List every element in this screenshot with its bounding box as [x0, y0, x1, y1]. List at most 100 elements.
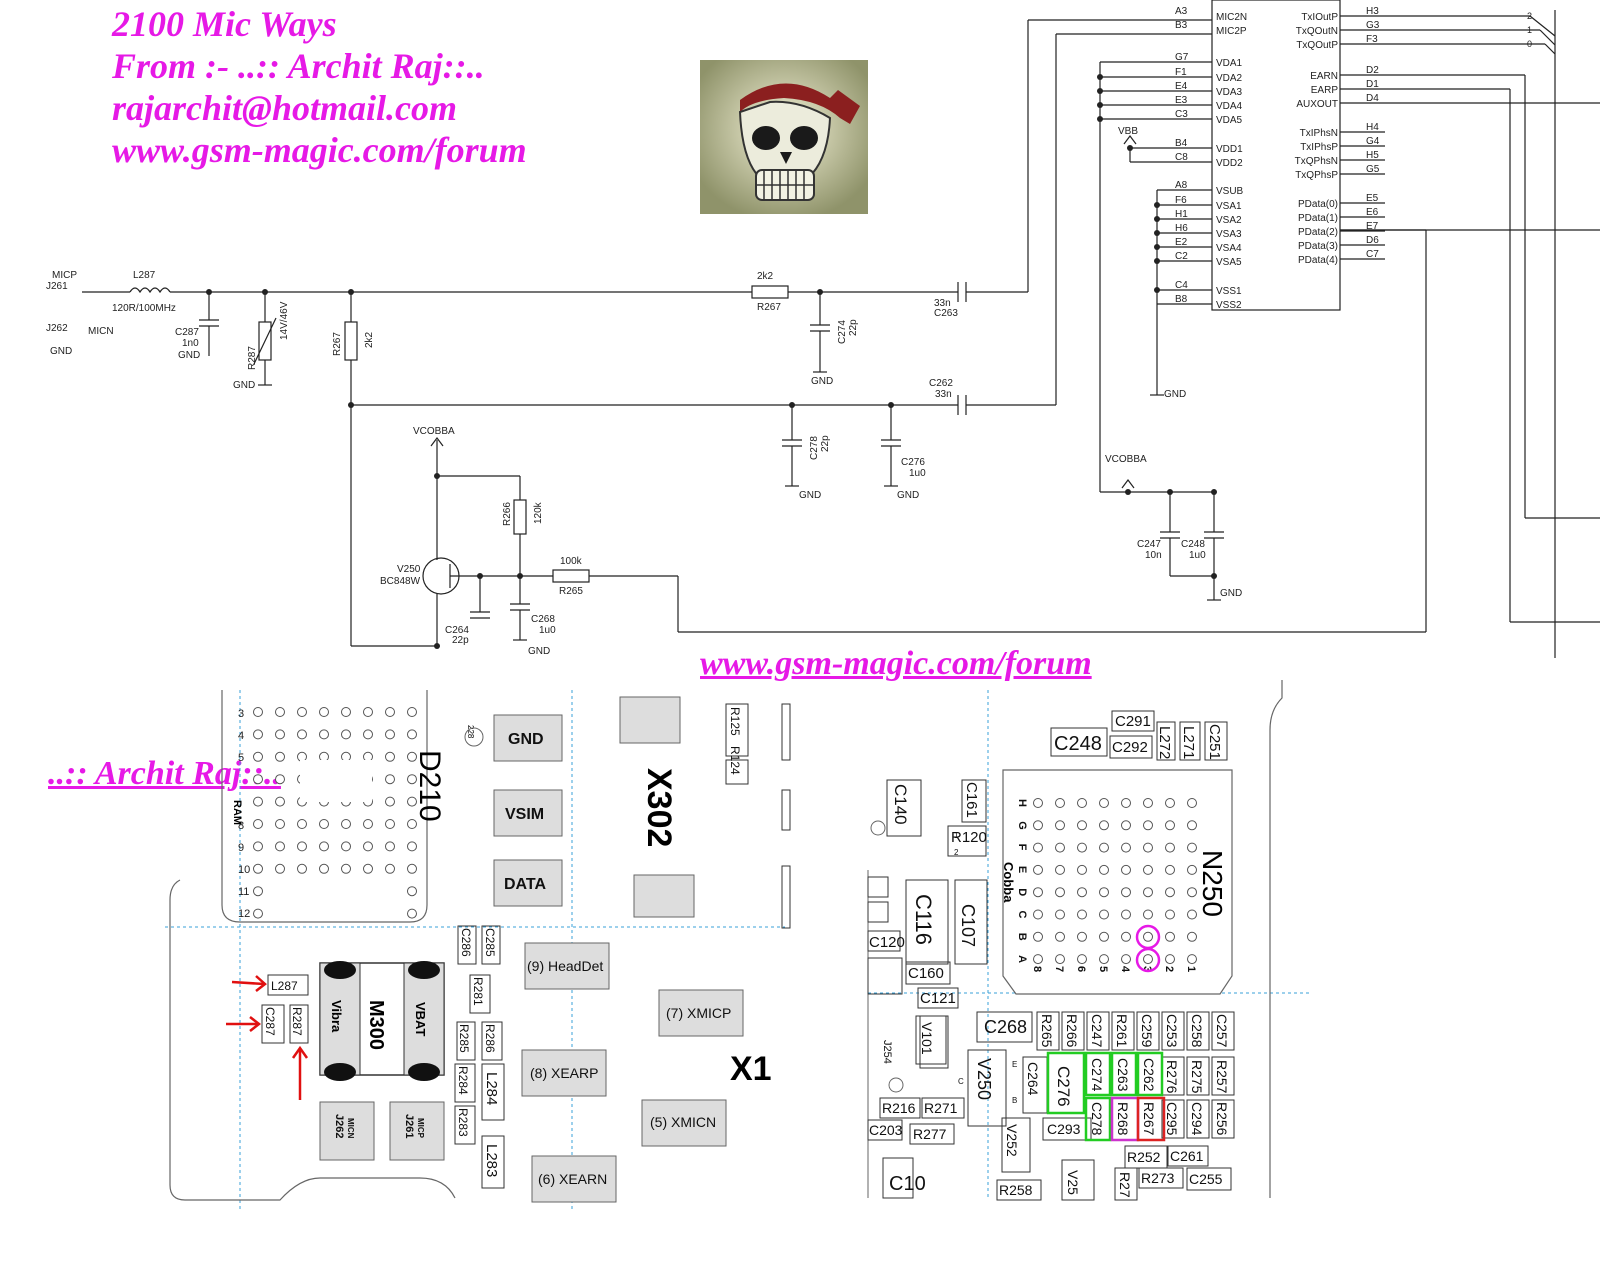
- bga-ball: [1077, 842, 1087, 853]
- ic-ball-right: G5: [1366, 164, 1380, 175]
- bga-ball: [275, 707, 285, 717]
- bga-ball: [253, 908, 263, 919]
- bga-ball: [341, 774, 351, 785]
- part-r125: R125: [728, 707, 742, 736]
- label-cobba: Cobba: [1001, 862, 1016, 903]
- label-vcobba-2: VCOBBA: [1105, 454, 1147, 465]
- col-number: 1: [1185, 966, 1197, 972]
- part-c140: C140: [891, 784, 910, 825]
- mark-1: 1: [954, 831, 959, 840]
- bga-ball: [1187, 931, 1197, 942]
- ic-ball-left: C4: [1175, 280, 1188, 291]
- ic-pin-left: MIC2P: [1216, 26, 1247, 37]
- bga-ball: [1055, 887, 1065, 898]
- bga-ball: [1165, 909, 1175, 920]
- part-v101: V101: [919, 1022, 935, 1055]
- ic-pin-left: VSA3: [1216, 229, 1242, 240]
- bga-ball: [363, 707, 373, 717]
- label-n250: N250: [1197, 850, 1228, 917]
- label-vibra: Vibra: [329, 1000, 344, 1033]
- col-number: 2: [1163, 966, 1175, 972]
- col-number: 7: [1053, 966, 1065, 972]
- ic-ball-right: D4: [1366, 93, 1379, 104]
- part-r257: R257: [1214, 1060, 1230, 1094]
- bga-ball: [363, 751, 373, 762]
- row-letter: C: [1016, 911, 1028, 919]
- bga-ball: [319, 841, 329, 852]
- part-c259: C259: [1139, 1014, 1155, 1048]
- label-c264: C264: [445, 625, 469, 636]
- ic-pin-left: VSUB: [1216, 186, 1244, 197]
- ic-ball-right: D1: [1366, 79, 1379, 90]
- ic-pin-right: TxIOutP: [1301, 12, 1338, 23]
- bga-ball: [385, 796, 395, 807]
- bga-ball: [1187, 909, 1197, 920]
- ic-ball-right: G4: [1366, 136, 1380, 147]
- ic-pin-left: VDA5: [1216, 115, 1243, 126]
- bga-ball: [1187, 820, 1197, 831]
- ic-pin-left: VDD1: [1216, 144, 1243, 155]
- bga-ball: [1099, 798, 1109, 808]
- part-c291: C291: [1115, 713, 1151, 730]
- ic-pin-right: PData(3): [1298, 241, 1338, 252]
- bga-ball: [1033, 864, 1043, 875]
- value-r268: 2k2: [757, 271, 774, 282]
- bga-ball: [1121, 909, 1131, 920]
- row-12: 12: [238, 908, 250, 920]
- bga-ball: [253, 796, 263, 807]
- part-r275: R275: [1189, 1060, 1205, 1094]
- part-c251: C251: [1206, 724, 1223, 760]
- bga-ball: [1121, 864, 1131, 875]
- part-v250: V250: [974, 1058, 994, 1100]
- part-r286: R286: [483, 1024, 497, 1053]
- bga-ball: [1165, 842, 1175, 853]
- bga-ball: [1165, 931, 1175, 942]
- bga-ball: [297, 751, 307, 762]
- col-number: 8: [1031, 966, 1043, 972]
- part-c257: C257: [1214, 1014, 1230, 1048]
- ic-ball-right: E5: [1366, 193, 1379, 204]
- value-c268: 1u0: [539, 625, 556, 636]
- part-c247: C247: [1089, 1014, 1105, 1048]
- ic-pin-right: TxQPhsN: [1295, 156, 1338, 167]
- label-c247: C247: [1137, 539, 1161, 550]
- part-c253: C253: [1164, 1014, 1180, 1048]
- bga-ball: [1077, 887, 1087, 898]
- header-title: 2100 Mic Ways: [112, 4, 337, 44]
- bga-ball: [1187, 864, 1197, 875]
- bga-ball: [297, 863, 307, 874]
- part-micn: MICN: [346, 1118, 355, 1139]
- watermark-forum: www.gsm-magic.com/forum: [700, 645, 1092, 682]
- schematic: MICP J261 J262 MICN GND L287 120R/100MHz…: [46, 0, 1600, 658]
- part-r267: R267: [1141, 1102, 1157, 1136]
- value-r266: 120k: [533, 501, 544, 524]
- value-c276: 1u0: [909, 468, 926, 479]
- bga-ball: [1077, 954, 1087, 965]
- part-r258: R258: [999, 1182, 1033, 1198]
- label-c287: C287: [175, 327, 199, 338]
- bga-ball: [1143, 820, 1153, 831]
- tp-xmicp: (7) XMICP: [666, 1005, 731, 1021]
- row-3: 3: [238, 708, 244, 720]
- bga-ball: [1143, 798, 1153, 808]
- pad-vsim: VSIM: [505, 806, 544, 823]
- gnd-vss: GND: [1164, 389, 1186, 400]
- bga-ball: [1165, 954, 1175, 965]
- part-c278: C278: [1089, 1102, 1105, 1136]
- part-r283: R283: [456, 1108, 470, 1137]
- ic-pin-left: VDA4: [1216, 101, 1243, 112]
- gnd-c274: GND: [811, 376, 833, 387]
- bga-ball: [275, 819, 285, 829]
- value-c263: 33n: [934, 298, 951, 309]
- label-r267: R267: [332, 332, 343, 356]
- bga-ball: [1121, 798, 1131, 808]
- row-letter: D: [1016, 888, 1028, 896]
- bga-ball: [1033, 909, 1043, 920]
- bga-ball: [1099, 820, 1109, 831]
- tp-xmicn: (5) XMICN: [650, 1114, 716, 1130]
- bga-ball: [1121, 842, 1131, 853]
- ic-ball-left: E2: [1175, 237, 1188, 248]
- row-letter: H: [1016, 799, 1028, 807]
- value-c247: 10n: [1145, 550, 1162, 561]
- part-c261: C261: [1170, 1148, 1204, 1164]
